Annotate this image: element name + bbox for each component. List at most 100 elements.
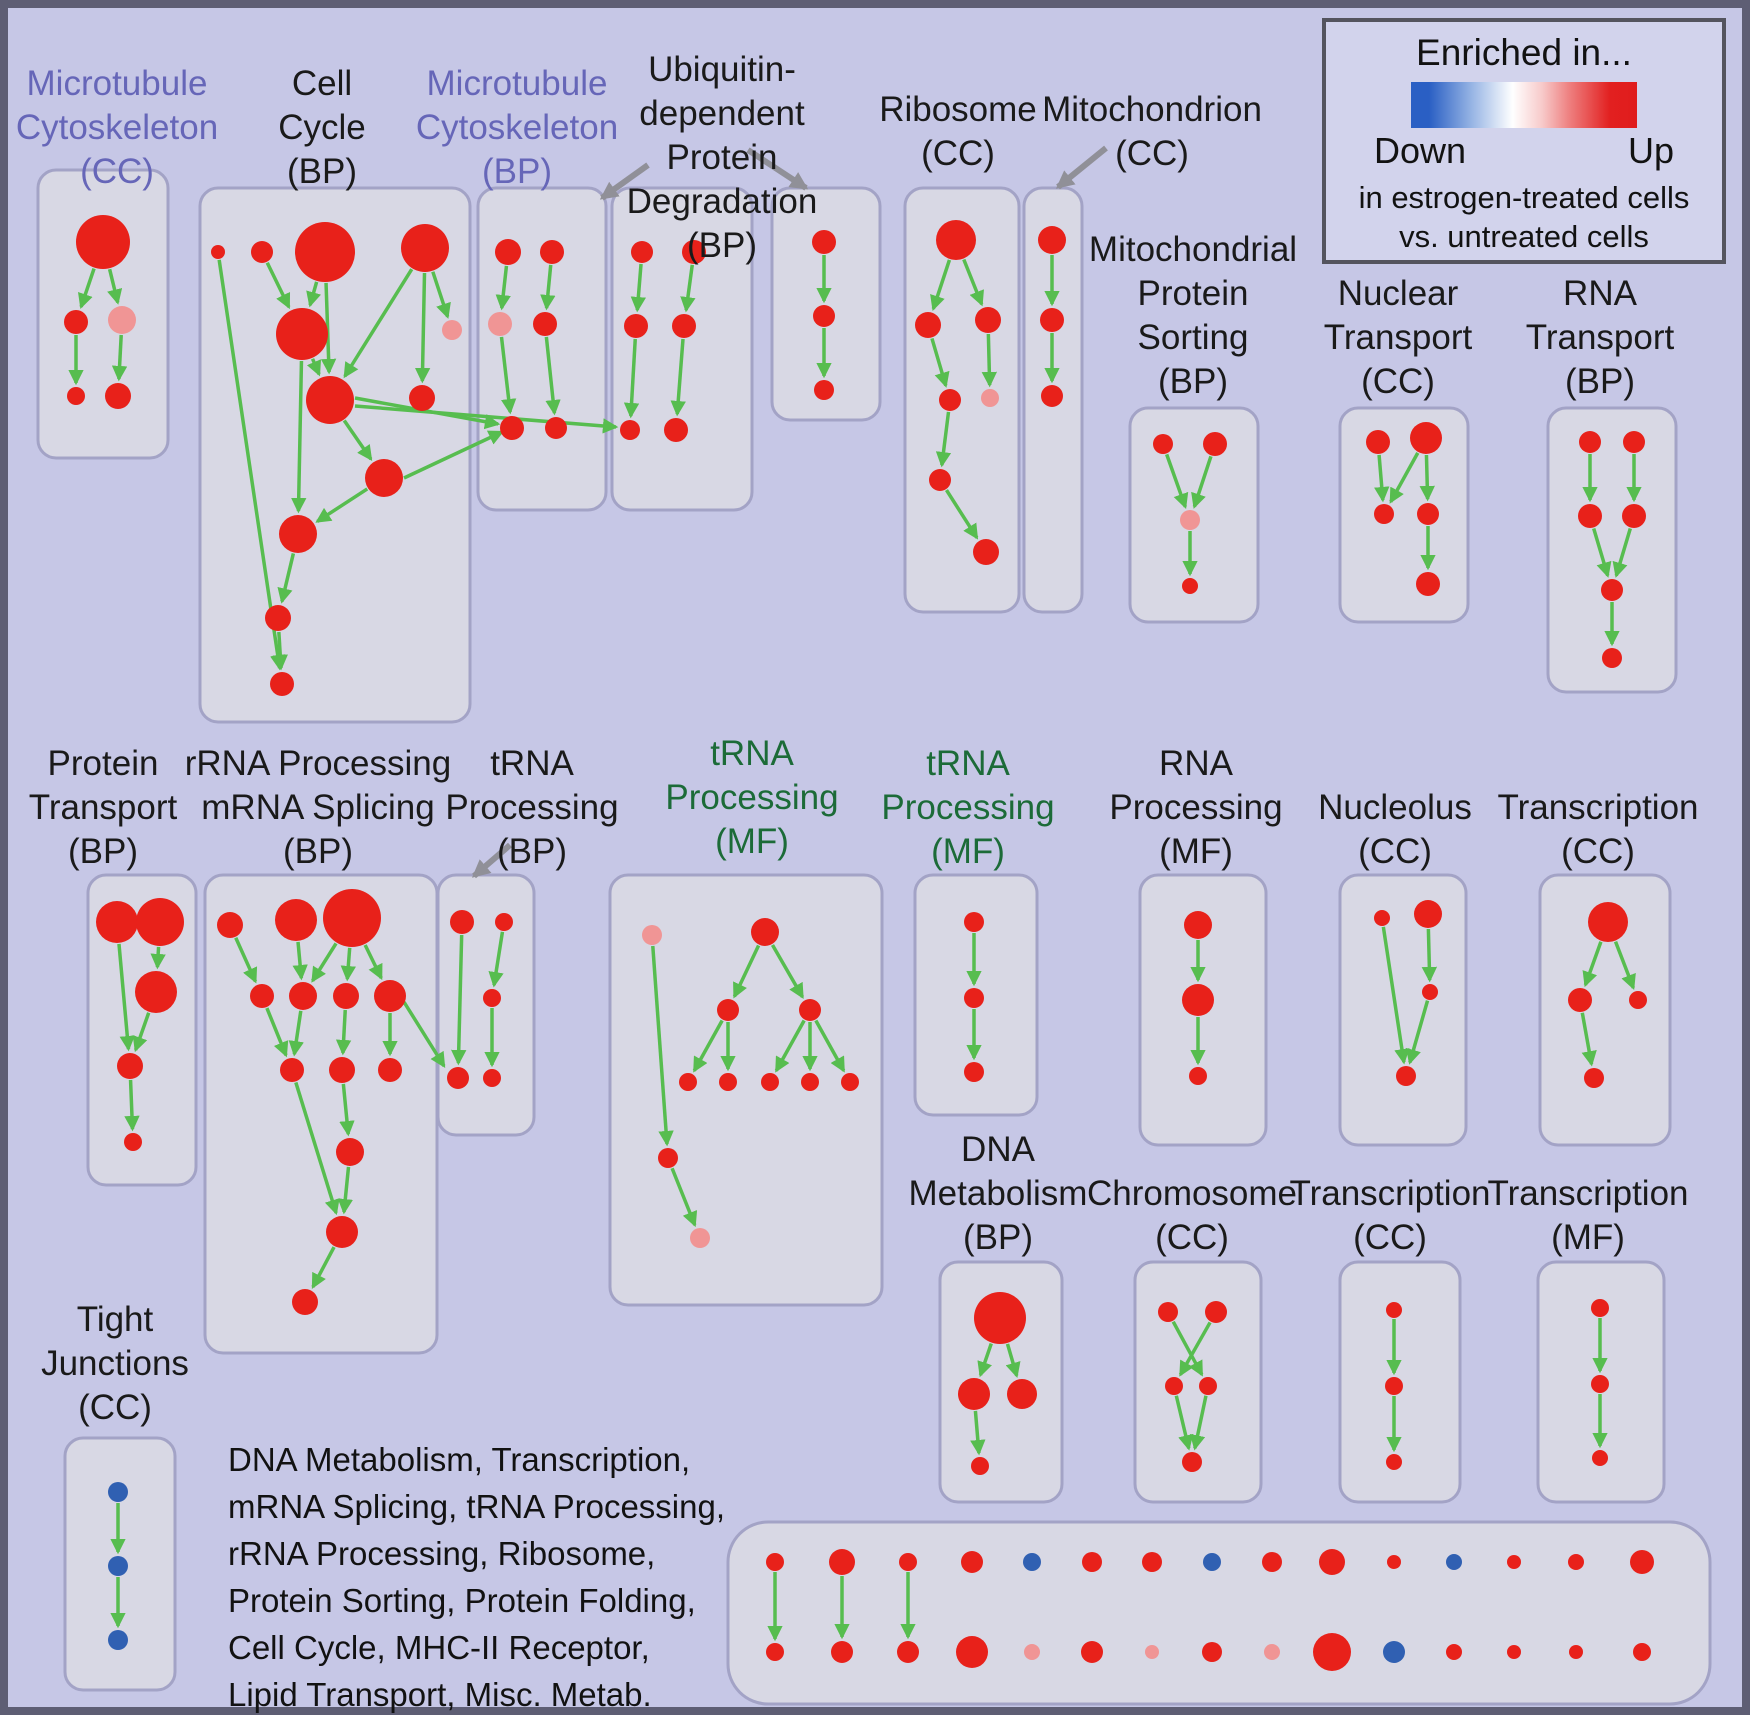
edge-cell-cycle-bp — [342, 419, 373, 461]
go-node-transcription-cc-1-1 — [1568, 988, 1592, 1012]
edge-nucleolus-cc — [1381, 926, 1410, 1065]
go-node-trna-processing-bp-4 — [483, 1069, 501, 1087]
group-box-transcription-cc-1 — [1538, 873, 1672, 1147]
go-node-nuclear-transport-cc-4 — [1416, 572, 1440, 596]
go-node-trna-processing-mf-2-0 — [964, 912, 984, 932]
go-node-trna-processing-bp-3 — [447, 1067, 469, 1089]
misc-node-top-9 — [1319, 1549, 1345, 1575]
edge-transcription-cc-1 — [1582, 941, 1603, 988]
misc-node-top-13 — [1568, 1554, 1584, 1570]
go-node-rrna-processing-mrna-splicing-bp-11 — [326, 1216, 358, 1248]
go-node-rna-processing-mf-2 — [1189, 1067, 1207, 1085]
go-node-tight-junctions-cc-0 — [108, 1482, 128, 1502]
nodes-layer — [64, 215, 1654, 1671]
group-box-microtubule-cytoskeleton-bp — [476, 186, 608, 512]
misc-note-line: DNA Metabolism, Transcription, — [228, 1441, 691, 1478]
label-callout-arrow — [599, 162, 650, 201]
go-node-microtubule-cytoskeleton-bp-5 — [545, 417, 567, 439]
go-node-microtubule-cytoskeleton-cc-0 — [76, 215, 130, 269]
misc-note-line: Lipid Transport, Misc. Metab. — [228, 1676, 652, 1713]
go-node-nuclear-transport-cc-0 — [1366, 430, 1390, 454]
edge-cell-cycle-bp — [306, 281, 322, 308]
go-node-cell-cycle-bp-9 — [279, 515, 317, 553]
edge-rrna-processing-mrna-splicing-bp — [337, 1166, 353, 1215]
edge-microtubule-cytoskeleton-bp — [540, 264, 556, 311]
misc-node-bottom-3 — [956, 1636, 988, 1668]
go-node-trna-processing-mf-2-2 — [964, 1062, 984, 1082]
legend-subtitle-line2: vs. untreated cells — [1399, 219, 1649, 254]
edge-cell-cycle-bp — [272, 631, 288, 671]
go-node-cell-cycle-bp-7 — [409, 385, 435, 411]
go-node-rna-transport-bp-4 — [1601, 579, 1623, 601]
go-node-microtubule-cytoskeleton-cc-2 — [108, 306, 136, 334]
go-node-nucleolus-cc-0 — [1374, 910, 1390, 926]
edge-cell-cycle-bp — [315, 487, 369, 523]
go-node-trna-processing-mf-1-6 — [761, 1073, 779, 1091]
go-node-dna-metabolism-bp-1 — [958, 1378, 990, 1410]
misc-node-bottom-10 — [1383, 1641, 1405, 1663]
go-node-mitochondrion-cc-2 — [1041, 385, 1063, 407]
go-node-transcription-cc-1-3 — [1584, 1068, 1604, 1088]
go-node-cell-cycle-bp-2 — [295, 222, 355, 282]
go-node-transcription-cc-1-2 — [1629, 991, 1647, 1009]
go-node-mitochondrial-protein-sorting-bp-0 — [1153, 434, 1173, 454]
misc-node-top-2 — [899, 1553, 917, 1571]
go-node-transcription-mf-0 — [1591, 1299, 1609, 1317]
misc-note-line: Cell Cycle, MHC-II Receptor, — [228, 1629, 650, 1666]
edge-mitochondrial-protein-sorting-bp — [1191, 455, 1213, 509]
go-node-rrna-processing-mrna-splicing-bp-5 — [333, 983, 359, 1009]
group-label-transcription-mf: Transcription(MF) — [1488, 1174, 1689, 1257]
edge-ubiquitin-degradation-1 — [630, 263, 647, 313]
edge-rrna-processing-mrna-splicing-bp — [288, 1010, 304, 1057]
go-node-protein-transport-bp-3 — [117, 1053, 143, 1079]
group-box-chromosome-cc — [1133, 1260, 1263, 1504]
edge-ribosome-cc — [981, 333, 998, 388]
go-node-transcription-cc-2-1 — [1385, 1377, 1403, 1395]
go-node-microtubule-cytoskeleton-cc-3 — [67, 387, 85, 405]
edge-trna-processing-mf-1 — [814, 1019, 846, 1073]
misc-node-bottom-9 — [1313, 1633, 1351, 1671]
go-node-nuclear-transport-cc-2 — [1374, 504, 1394, 524]
edge-chromosome-cc — [1174, 1395, 1194, 1451]
go-node-cell-cycle-bp-5 — [442, 320, 462, 340]
misc-node-bottom-0 — [766, 1643, 784, 1661]
cross-group-edge — [402, 1001, 446, 1068]
go-node-ubiquitin-degradation-2-1 — [813, 305, 835, 327]
edge-rrna-processing-mrna-splicing-bp — [311, 942, 338, 983]
go-node-mitochondrial-protein-sorting-bp-2 — [1180, 510, 1200, 530]
edge-ribosome-cc — [962, 258, 984, 307]
go-node-transcription-cc-2-2 — [1386, 1454, 1402, 1470]
go-node-ribosome-cc-4 — [981, 389, 999, 407]
go-node-mitochondrial-protein-sorting-bp-1 — [1203, 432, 1227, 456]
go-node-tight-junctions-cc-1 — [108, 1556, 128, 1576]
go-node-microtubule-cytoskeleton-bp-4 — [500, 416, 524, 440]
edge-protein-transport-bp — [124, 1079, 140, 1132]
edge-ribosome-cc — [930, 337, 950, 388]
edge-trna-processing-mf-1 — [670, 1167, 698, 1228]
go-node-dna-metabolism-bp-0 — [974, 1292, 1026, 1344]
go-node-chromosome-cc-0 — [1158, 1302, 1178, 1322]
edge-trna-processing-bp — [488, 931, 505, 988]
edge-trna-processing-mf-1 — [692, 1019, 724, 1073]
edge-rrna-processing-mrna-splicing-bp — [335, 1009, 352, 1056]
group-box-trna-processing-mf-1 — [608, 873, 884, 1307]
go-node-ribosome-cc-5 — [929, 469, 951, 491]
edge-rna-transport-bp — [1612, 527, 1632, 578]
go-node-ribosome-cc-3 — [939, 389, 961, 411]
misc-node-top-12 — [1507, 1555, 1521, 1569]
edge-microtubule-cytoskeleton-cc — [111, 334, 128, 382]
go-node-chromosome-cc-1 — [1205, 1301, 1227, 1323]
edge-ubiquitin-degradation-1 — [670, 338, 686, 417]
edge-nuclear-transport-cc — [1374, 454, 1390, 503]
misc-node-bottom-2 — [897, 1641, 919, 1663]
group-box-ubiquitin-degradation-2 — [770, 186, 882, 422]
edge-cell-cycle-bp — [265, 262, 291, 310]
edge-trna-processing-mf-1 — [651, 945, 674, 1147]
legend-subtitle-line1: in estrogen-treated cells — [1358, 180, 1690, 215]
go-node-microtubule-cytoskeleton-bp-1 — [540, 240, 564, 264]
go-node-mitochondrion-cc-0 — [1038, 226, 1066, 254]
edge-transcription-cc-1 — [1613, 940, 1636, 991]
